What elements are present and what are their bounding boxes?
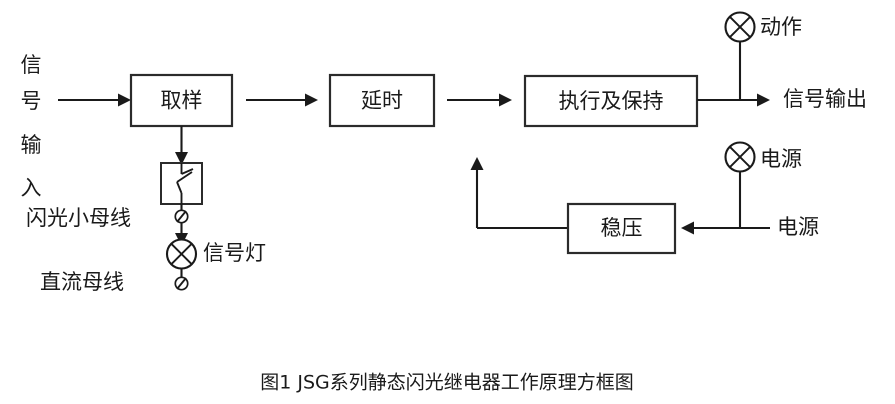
arrow-delay-to-execute [447,93,512,107]
sampling-to-contact-wire [175,126,188,165]
vertical-label-char-2: 号 [21,89,42,113]
vertical-label-char-1: 信 [21,53,42,77]
figure-caption: 图1 JSG系列静态闪光继电器工作原理方框图 [260,372,634,394]
signal-output-label: 信号输出 [783,87,867,111]
power-lamp-symbol [724,141,756,173]
block-delay: 延时 [328,73,436,128]
signal-output-branch [697,42,770,107]
terminal-flash-bus [174,204,189,246]
block-delay-label: 延时 [361,89,403,113]
flash-bus-label: 闪光小母线 [26,206,131,230]
arrowhead-icon [305,93,318,107]
power-input-branch [681,172,770,235]
terminal-dc-bus [174,268,189,291]
relay-contact-symbol [160,162,203,205]
signal-lamp-label: 信号灯 [203,241,266,265]
arrowhead-icon [470,157,484,170]
block-regulator-rect [566,202,677,255]
vertical-label-char-4: 入 [21,176,42,200]
block-delay-rect [328,73,436,128]
feedback-wire-regulator-to-execute [470,157,568,230]
arrowhead-icon [681,221,694,235]
power-lamp-label: 电源 [760,147,802,171]
input-arrow [58,93,131,107]
action-lamp-symbol [724,11,756,43]
signal-lamp-symbol [165,238,198,270]
arrowhead-icon [757,93,770,107]
dc-bus-label: 直流母线 [40,270,124,294]
block-sampling: 取样 [129,73,234,128]
arrowhead-icon [499,93,512,107]
power-input-label: 电源 [777,215,819,239]
action-lamp-label: 动作 [760,15,802,39]
vertical-label-char-3: 输 [21,133,42,157]
vertical-input-label: 信 号 输 入 [21,53,42,200]
block-regulator-label: 稳压 [601,216,643,240]
arrowhead-icon [175,152,188,165]
block-sampling-label: 取样 [161,89,203,113]
arrowhead-icon [118,93,131,107]
arrow-sampling-to-delay [246,93,318,107]
block-execute-hold-rect [523,74,699,128]
block-regulator: 稳压 [566,202,677,255]
block-execute-hold: 执行及保持 [523,74,699,128]
block-execute-hold-label: 执行及保持 [559,89,664,113]
